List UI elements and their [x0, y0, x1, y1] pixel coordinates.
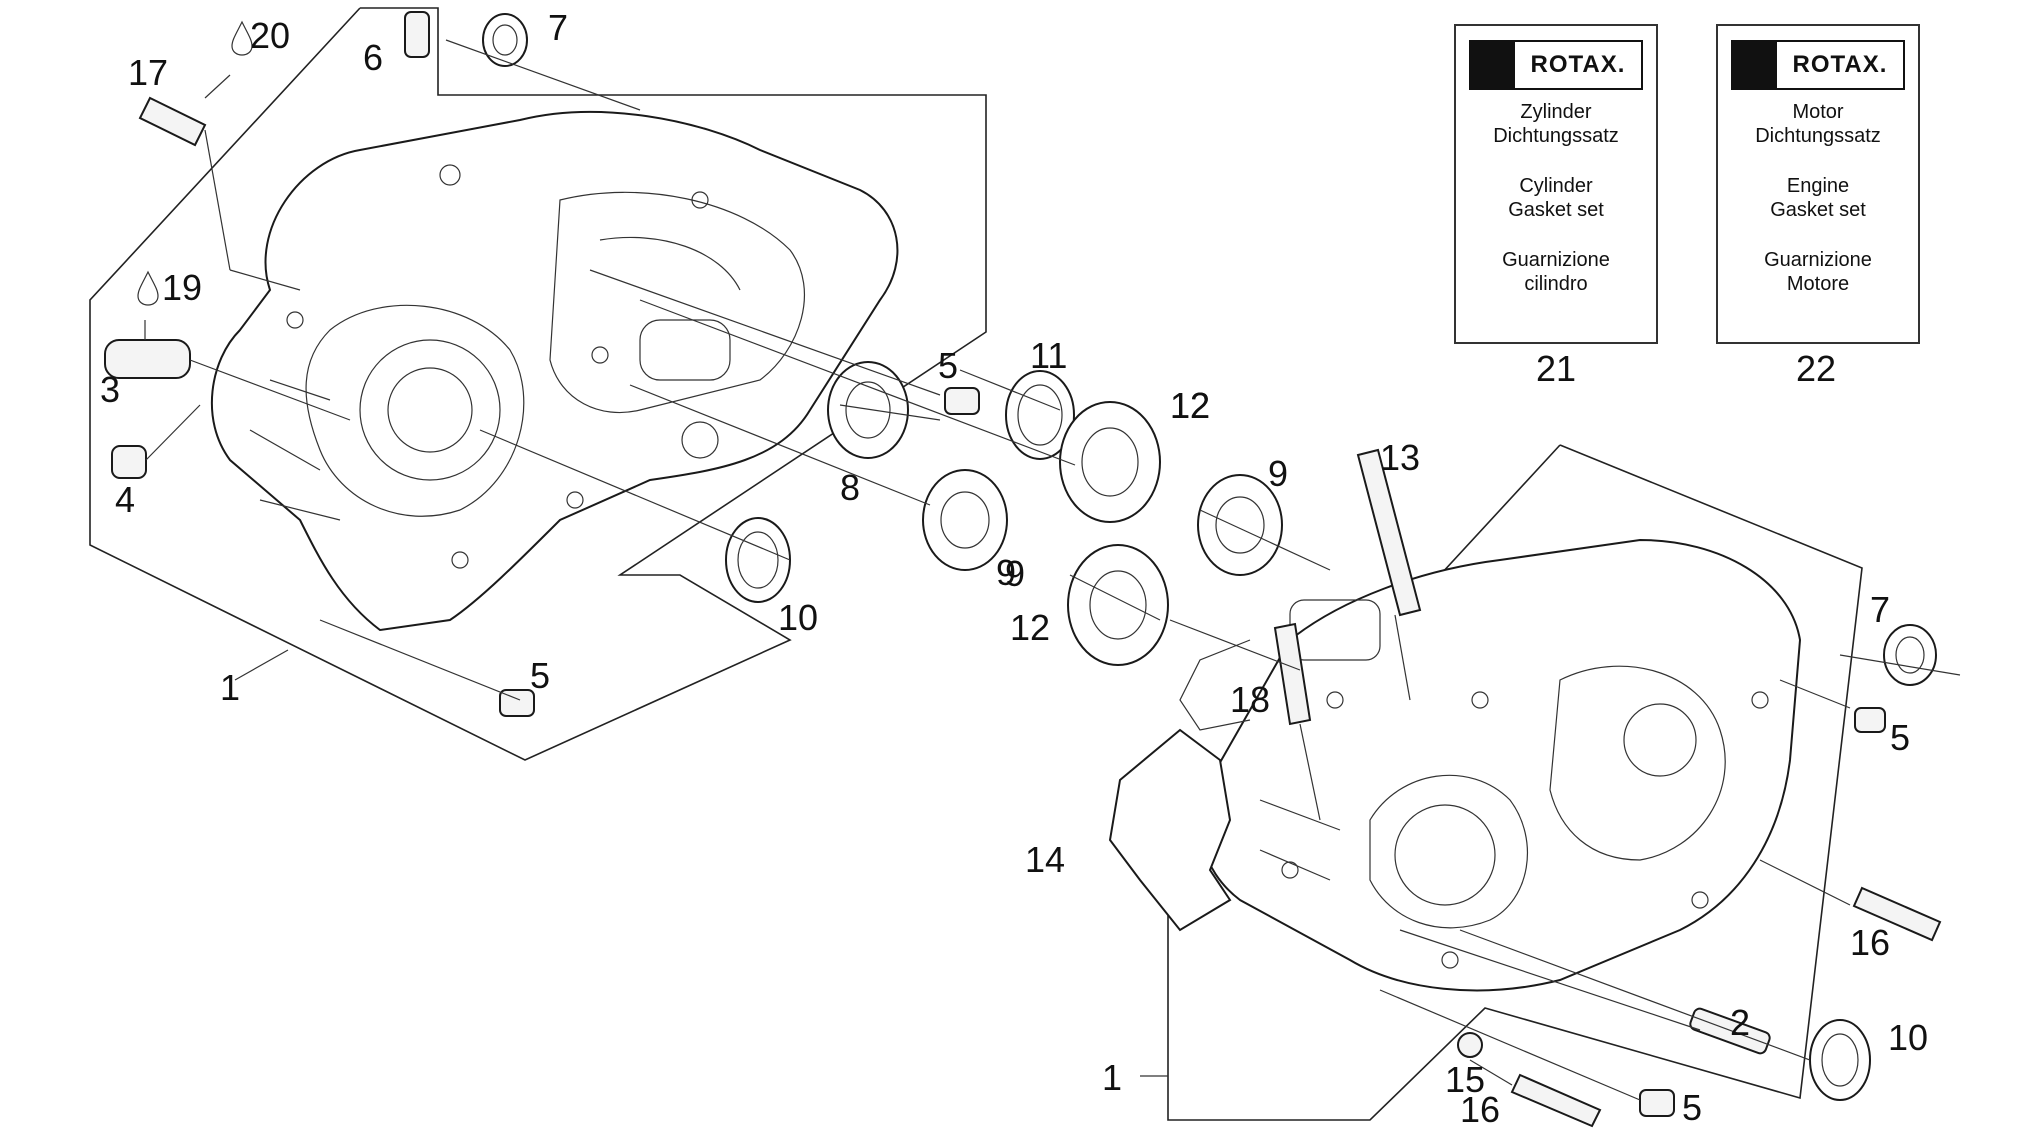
brand-mark-icon [1733, 42, 1777, 88]
card-line: Gasket set [1770, 199, 1866, 221]
brand-mark-icon [1471, 42, 1515, 88]
gasket-set-card-cylinder: ROTAX. Zylinder Dichtungssatz Cylinder G… [1454, 24, 1658, 344]
callout-22: 22 [1796, 348, 1837, 389]
callout-13: 13 [1380, 437, 1420, 478]
card-line: Motor [1792, 101, 1844, 123]
callout-12: 12 [1170, 385, 1210, 426]
card-line: Motore [1786, 273, 1850, 295]
callout-labels: 20 6 7 17 19 3 4 1 5 11 12 8 9 10 13 18 … [100, 7, 1928, 1130]
card-description: Zylinder Dichtungssatz Cylinder Gasket s… [1456, 100, 1656, 296]
callout-12: 12 [1010, 607, 1050, 648]
callout-5: 5 [1890, 717, 1910, 758]
right-crankcase-half [1179, 538, 1802, 992]
callout-11: 11 [1030, 335, 1067, 376]
studs-and-fasteners [104, 11, 1942, 1128]
callout-12: 12 [1170, 385, 1210, 426]
callout-16: 16 [1460, 1089, 1500, 1130]
callout-1: 1 [1102, 1057, 1122, 1098]
brand-wordmark: ROTAX. [1792, 51, 1888, 78]
left-group-frame [89, 7, 987, 761]
callout-4: 4 [115, 479, 135, 520]
callout-21: 21 [1536, 348, 1577, 389]
callout-10: 10 [778, 597, 818, 638]
card-line: Cylinder [1519, 175, 1593, 197]
callout-6: 6 [363, 37, 383, 78]
card-description: Motor Dichtungssatz Engine Gasket set Gu… [1718, 100, 1918, 296]
callout-15: 15 [1445, 1059, 1485, 1100]
bearings-and-seals [482, 13, 1937, 1101]
callout-18: 18 [1230, 679, 1270, 720]
card-line: Engine [1786, 175, 1850, 197]
card-line: Guarnizione [1764, 249, 1872, 271]
oil-drop-icon [137, 270, 159, 306]
card-line: Guarnizione [1502, 249, 1610, 271]
callout-7: 7 [548, 7, 568, 48]
leader-lines [144, 39, 1961, 1101]
callout-14: 14 [1025, 839, 1065, 880]
brand-wordmark: ROTAX. [1530, 51, 1626, 78]
callout-2: 2 [1730, 1002, 1750, 1043]
callout-17: 17 [128, 52, 168, 93]
callout-5: 5 [530, 655, 550, 696]
callout-8: 8 [840, 467, 860, 508]
oil-drop-icon [231, 20, 253, 56]
callout-7: 7 [1870, 589, 1890, 630]
callout-10: 10 [1888, 1017, 1928, 1058]
card-line: Zylinder [1520, 101, 1592, 123]
rotax-logo: ROTAX. [1469, 40, 1643, 90]
callout-9: 9 [996, 552, 1016, 593]
callout-19: 19 [162, 267, 202, 308]
callout-9: 9 [1268, 453, 1288, 494]
card-line: cilindro [1524, 273, 1588, 295]
card-line: Dichtungssatz [1493, 125, 1619, 147]
callout-16: 16 [1850, 922, 1890, 963]
base-gasket [1108, 728, 1232, 932]
callout-20: 20 [250, 15, 290, 56]
gasket-set-card-engine: ROTAX. Motor Dichtungssatz Engine Gasket… [1716, 24, 1920, 344]
callout-9: 9 [1005, 553, 1025, 594]
left-crankcase-half [210, 111, 899, 632]
card-line: Gasket set [1508, 199, 1604, 221]
callout-1: 1 [220, 667, 240, 708]
callout-3: 3 [100, 369, 120, 410]
card-line: Dichtungssatz [1755, 125, 1881, 147]
callout-5: 5 [938, 345, 958, 386]
callout-5: 5 [1682, 1087, 1702, 1128]
rotax-logo: ROTAX. [1731, 40, 1905, 90]
